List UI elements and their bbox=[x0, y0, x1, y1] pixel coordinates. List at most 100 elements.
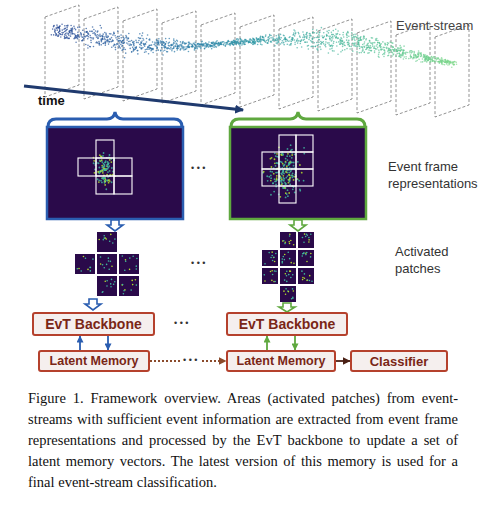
event-pixel bbox=[289, 172, 291, 174]
event-point bbox=[318, 44, 320, 46]
stream-frame bbox=[201, 13, 235, 105]
event-point bbox=[104, 36, 106, 38]
event-point bbox=[105, 44, 107, 46]
event-pixel bbox=[284, 187, 286, 189]
event-point bbox=[410, 56, 412, 58]
event-point bbox=[431, 56, 433, 58]
event-point bbox=[393, 53, 395, 55]
event-point bbox=[389, 41, 391, 43]
event-point bbox=[185, 49, 187, 51]
event-point bbox=[370, 50, 372, 52]
event-point bbox=[440, 62, 442, 64]
event-point bbox=[455, 61, 457, 63]
event-point bbox=[384, 42, 386, 44]
event-pixel bbox=[287, 172, 289, 174]
event-point bbox=[401, 49, 403, 51]
event-point bbox=[260, 36, 262, 38]
event-pixel bbox=[105, 168, 107, 170]
event-point bbox=[170, 44, 172, 46]
event-point bbox=[243, 41, 245, 43]
event-point bbox=[355, 36, 357, 38]
event-point bbox=[392, 46, 394, 48]
event-point bbox=[276, 43, 278, 45]
event-point bbox=[380, 43, 382, 45]
event-point bbox=[380, 49, 382, 51]
event-point bbox=[218, 42, 220, 44]
event-point bbox=[92, 26, 94, 28]
event-patch bbox=[298, 268, 314, 284]
event-point bbox=[194, 41, 196, 43]
event-point bbox=[267, 39, 269, 41]
event-pixel bbox=[288, 181, 290, 183]
event-pixel bbox=[107, 171, 109, 173]
event-point bbox=[66, 27, 68, 29]
event-point bbox=[90, 42, 92, 44]
event-point bbox=[441, 58, 443, 60]
event-point bbox=[267, 42, 269, 44]
event-point bbox=[348, 45, 350, 47]
event-point bbox=[69, 30, 71, 32]
event-point bbox=[293, 32, 295, 34]
event-pixel bbox=[106, 264, 108, 266]
event-pixel bbox=[104, 164, 106, 166]
event-pixel bbox=[105, 188, 107, 190]
event-patch bbox=[298, 250, 314, 266]
event-point bbox=[363, 38, 365, 40]
event-point bbox=[234, 40, 236, 42]
stream-frame bbox=[357, 21, 391, 113]
event-point bbox=[383, 47, 385, 49]
event-point bbox=[171, 50, 173, 52]
event-point bbox=[342, 44, 344, 46]
event-frame bbox=[230, 127, 366, 219]
event-point bbox=[209, 45, 211, 47]
event-point bbox=[52, 28, 54, 30]
event-point bbox=[367, 42, 369, 44]
event-point bbox=[397, 48, 399, 50]
event-pixel bbox=[108, 182, 110, 184]
event-point bbox=[238, 39, 240, 41]
event-point bbox=[165, 44, 167, 46]
event-point bbox=[369, 47, 371, 49]
event-point bbox=[167, 51, 169, 53]
event-point bbox=[326, 35, 328, 37]
event-point bbox=[440, 60, 442, 62]
event-point bbox=[413, 54, 415, 56]
event-point bbox=[193, 43, 195, 45]
event-point bbox=[230, 42, 232, 44]
event-pixel bbox=[297, 161, 299, 163]
event-pixel bbox=[101, 159, 103, 161]
event-point bbox=[120, 37, 122, 39]
event-point bbox=[194, 48, 196, 50]
event-point bbox=[276, 38, 278, 40]
patch-grid-cell bbox=[296, 135, 313, 152]
event-point bbox=[296, 40, 298, 42]
event-pixel bbox=[275, 184, 277, 186]
event-point bbox=[337, 30, 339, 32]
event-point bbox=[194, 44, 196, 46]
event-point bbox=[418, 58, 420, 60]
event-point bbox=[131, 51, 133, 53]
event-point bbox=[168, 38, 170, 40]
event-point bbox=[209, 46, 211, 48]
event-point bbox=[340, 51, 342, 53]
event-point bbox=[253, 41, 255, 43]
event-pixel bbox=[286, 159, 288, 161]
event-point bbox=[214, 44, 216, 46]
event-point bbox=[378, 56, 380, 58]
event-point bbox=[357, 42, 359, 44]
event-point bbox=[240, 43, 242, 45]
event-point bbox=[250, 39, 252, 41]
event-point bbox=[233, 42, 235, 44]
event-point bbox=[403, 50, 405, 52]
event-point bbox=[392, 42, 394, 44]
event-pixel bbox=[281, 161, 283, 163]
event-point bbox=[415, 57, 417, 59]
event-point bbox=[271, 41, 273, 43]
event-point bbox=[153, 44, 155, 46]
event-point bbox=[212, 45, 214, 47]
event-pixel bbox=[111, 181, 113, 183]
event-point bbox=[66, 29, 68, 31]
event-point bbox=[123, 48, 125, 50]
event-pixel bbox=[110, 261, 112, 263]
event-point bbox=[336, 35, 338, 37]
